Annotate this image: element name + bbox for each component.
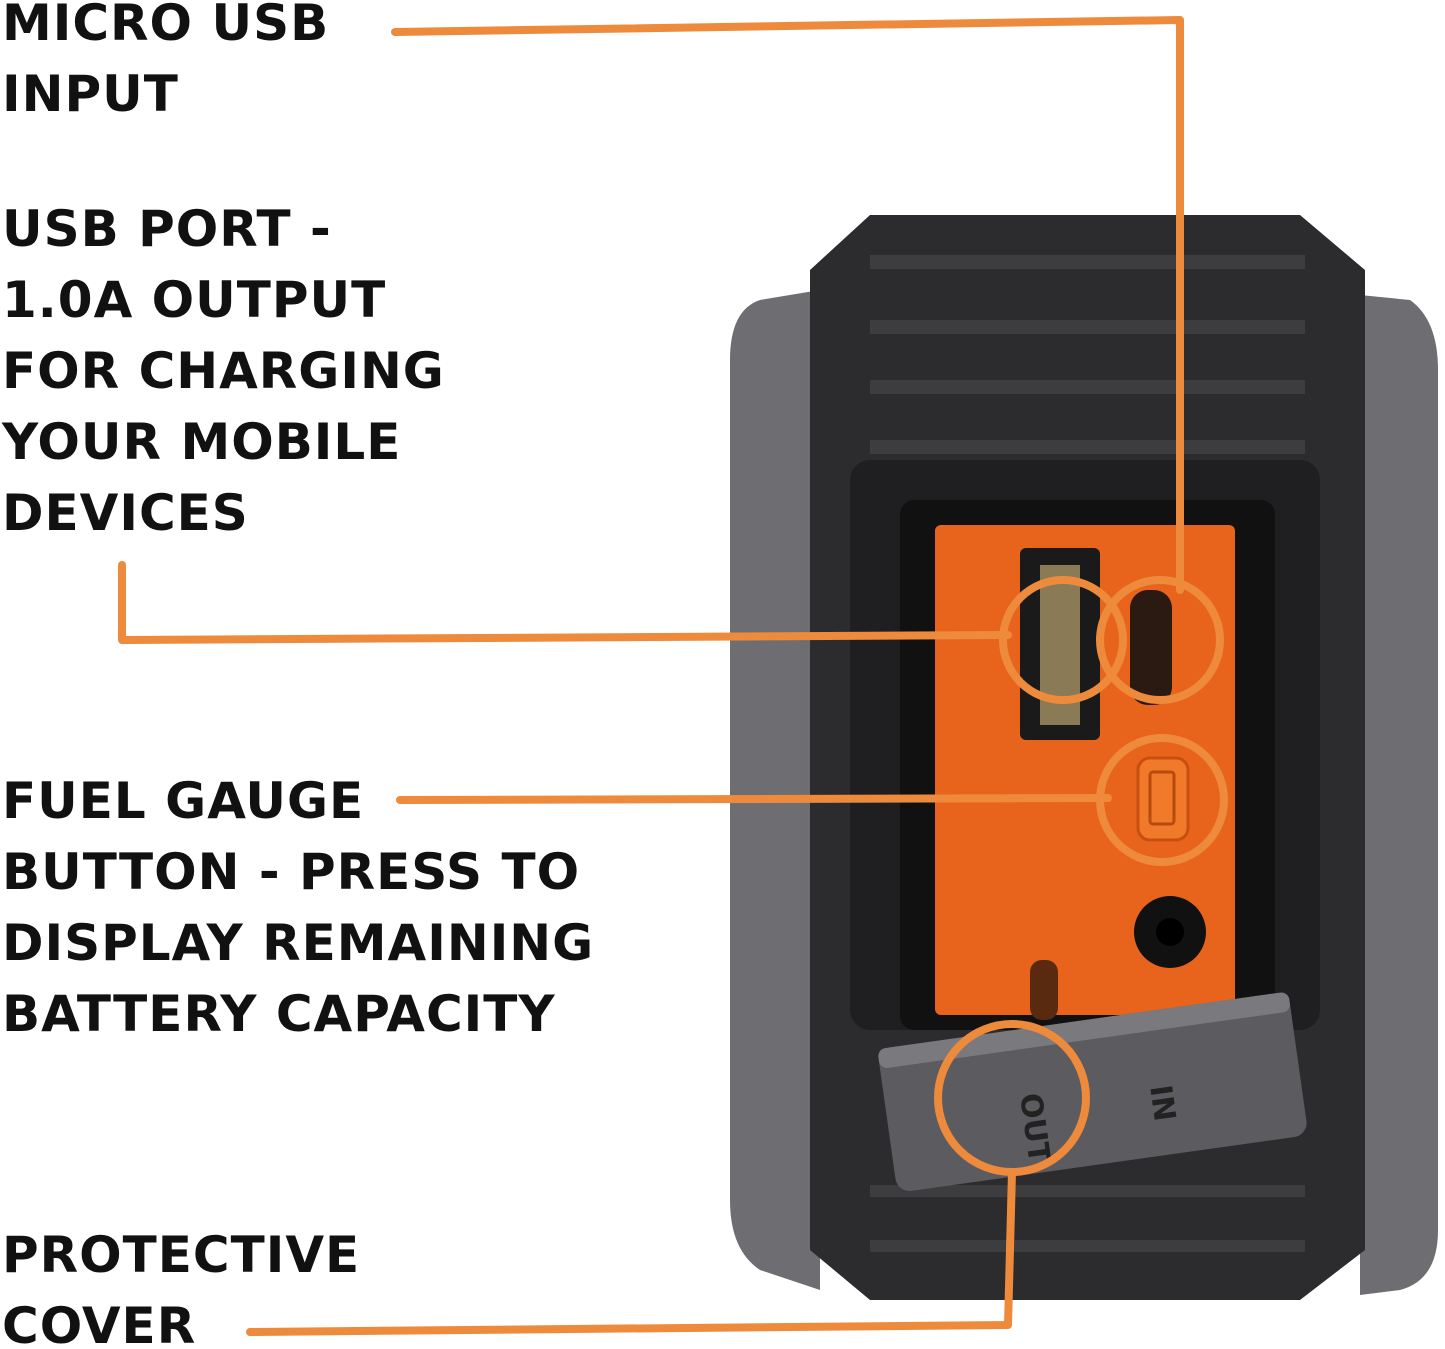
micro-usb-circle xyxy=(1096,576,1224,704)
label-line: DEVICES xyxy=(2,484,249,542)
fuel-gauge-circle xyxy=(1096,734,1228,866)
label-line: 1.0A OUTPUT xyxy=(2,271,387,329)
label-line: USB PORT - xyxy=(2,200,332,258)
protective-cover: OUT IN xyxy=(878,992,1307,1191)
label-line: PROTECTIVE xyxy=(2,1226,361,1284)
label-line: FOR CHARGING xyxy=(2,342,445,400)
fuel-gauge-leader xyxy=(396,794,1112,804)
callout-micro-usb: MICRO USB INPUT xyxy=(2,0,329,130)
usb-port-circle xyxy=(999,576,1127,704)
cover-leader xyxy=(246,1168,1016,1336)
label-line: FUEL GAUGE xyxy=(2,772,365,830)
label-line: BATTERY CAPACITY xyxy=(2,985,556,1043)
micro-usb-port xyxy=(1130,590,1172,705)
label-line: COVER xyxy=(2,1297,197,1349)
label-line: BUTTON - PRESS TO xyxy=(2,843,581,901)
label-line: YOUR MOBILE xyxy=(2,413,402,471)
label-line: INPUT xyxy=(2,65,179,123)
fuel-gauge-button xyxy=(1136,756,1190,842)
cover-in-label: IN xyxy=(1142,1083,1182,1124)
usb-port-leader xyxy=(118,561,1012,644)
callout-protective-cover: PROTECTIVE COVER xyxy=(2,1220,360,1349)
callout-lines xyxy=(118,16,1228,1336)
callout-usb-port: USB PORT - 1.0A OUTPUT FOR CHARGING YOUR… xyxy=(2,194,445,549)
callout-fuel-gauge: FUEL GAUGE BUTTON - PRESS TO DISPLAY REM… xyxy=(2,766,594,1050)
label-line: DISPLAY REMAINING xyxy=(2,914,595,972)
outer-shell xyxy=(730,290,820,1290)
label-line: MICRO USB xyxy=(2,0,330,52)
micro-usb-leader xyxy=(391,16,1184,594)
